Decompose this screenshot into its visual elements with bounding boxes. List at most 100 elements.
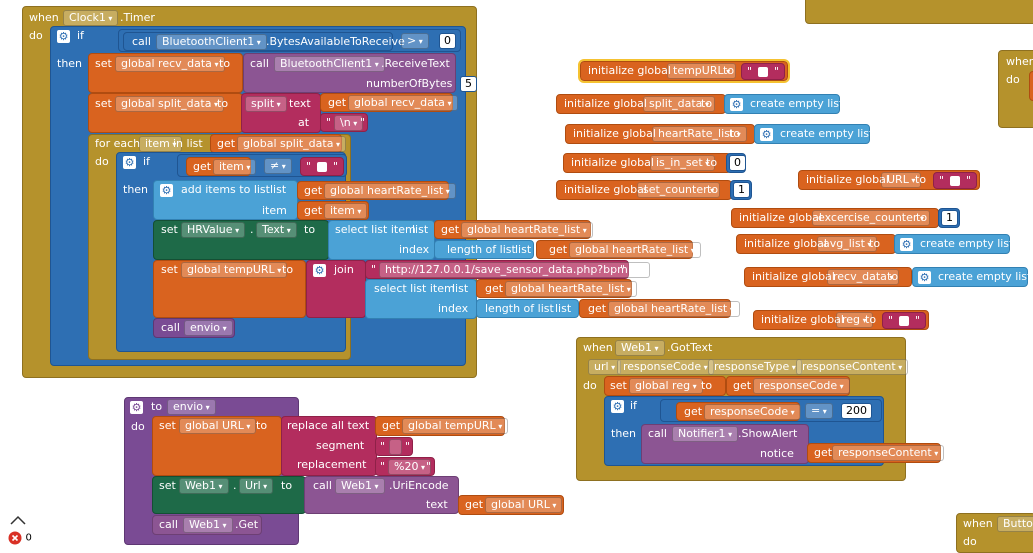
set-hrvalue-text-block[interactable]: set HRValue ▾ . Text ▾ to — [153, 220, 329, 260]
param-responsecontent[interactable]: responseContent ▾ — [796, 359, 909, 375]
text-prop-dropdown[interactable]: Text ▾ — [256, 222, 297, 238]
notifier-dropdown[interactable]: Notifier1 ▾ — [672, 426, 739, 442]
pct20-text-field[interactable]: %20 ▾ — [388, 459, 432, 475]
init-excercise-counter[interactable]: initialize global excercise_counter ▾ to — [731, 208, 939, 228]
get-responsecode-block-2[interactable]: get responseCode ▾ — [676, 402, 801, 421]
uri-encode-call[interactable]: call Web1 ▾ .UriEncode text — [304, 476, 459, 514]
responsecontent-dropdown[interactable]: responseContent ▾ — [832, 445, 945, 461]
split-data-name[interactable]: split_data ▾ — [643, 96, 715, 112]
get-responsecontent-block[interactable]: get responseContent ▾ — [807, 443, 945, 463]
set-reg-block[interactable]: set global reg ▾ to — [604, 376, 726, 396]
temp-url-name[interactable]: tempURL ▾ — [667, 63, 737, 79]
call-envio-block[interactable]: call envio ▾ — [153, 318, 235, 338]
web-dropdown[interactable]: Web1 ▾ — [179, 478, 229, 494]
param-responsetype[interactable]: responseType ▾ — [708, 359, 802, 375]
get-recv-data-block[interactable]: get global recv_data ▾ — [320, 93, 458, 112]
neq-block[interactable]: get item ▾ ≠ ▾ " " — [177, 154, 347, 177]
zero-number[interactable]: 0 — [729, 155, 746, 171]
partial-button-event-block[interactable]: when Button ▾ do — [956, 513, 1033, 553]
set-split-data-block[interactable]: set global split_data ▾ to — [88, 93, 243, 133]
empty-string-block[interactable]: " " — [300, 157, 344, 176]
five-number[interactable]: 5 — [460, 76, 477, 92]
get-hr-list-block-4[interactable]: get global heartRate_list ▾ — [476, 279, 637, 298]
hr-list-dropdown[interactable]: global heartRate_list ▾ — [324, 183, 456, 199]
init-reg[interactable]: initialize global reg ▾ to "" — [753, 310, 929, 330]
set-recv-data-block[interactable]: set global recv_data ▾ to — [88, 53, 243, 93]
get-hr-list-block-5[interactable]: get global heartRate_list ▾ — [579, 299, 740, 318]
empty-text-field[interactable] — [950, 176, 960, 186]
gear-icon[interactable]: ⚙ — [160, 184, 173, 197]
clock-dropdown[interactable]: Clock1 ▾ — [63, 10, 119, 26]
gear-icon[interactable]: ⚙ — [123, 156, 136, 169]
empty-string-value[interactable]: "" — [933, 172, 977, 189]
newline-text-block[interactable]: " \n ▾ " — [320, 113, 368, 132]
web-dropdown[interactable]: Web1 ▾ — [615, 340, 665, 356]
replace-all-block[interactable]: replace all text segment replacement — [281, 416, 377, 476]
operator-dropdown[interactable]: > ▾ — [401, 33, 429, 49]
split-block[interactable]: split ▾ text at — [241, 93, 321, 133]
url-var-dropdown[interactable]: global URL ▾ — [485, 497, 563, 513]
hr-list-dropdown[interactable]: global heartRate_list ▾ — [505, 281, 637, 297]
pct20-string-block[interactable]: " %20 ▾ " — [375, 457, 435, 476]
select-list-item-block-2[interactable]: select list item list index — [365, 279, 477, 319]
param-responsecode[interactable]: responseCode ▾ — [617, 359, 714, 375]
add-items-block[interactable]: ⚙ add items to list list item — [153, 180, 298, 220]
hr-list-dropdown[interactable]: global heartRate_list ▾ — [569, 242, 701, 258]
empty-string-value[interactable]: "" — [741, 63, 785, 80]
envio-name-field[interactable]: envio ▾ — [167, 399, 216, 415]
hr-list-dropdown[interactable]: global heartRate_list ▾ — [461, 222, 593, 238]
create-empty-list-3[interactable]: ⚙ create empty list — [894, 234, 1013, 254]
empty-string-value[interactable]: "" — [882, 312, 926, 329]
recv-var-dropdown[interactable]: global recv_data ▾ — [115, 56, 225, 72]
gear-icon[interactable]: ⚙ — [57, 30, 70, 43]
recv-data-name[interactable]: recv_data ▾ — [827, 269, 900, 285]
number-block-one-2[interactable]: 1 — [938, 208, 960, 228]
get-hr-list-block-2[interactable]: get global heartRate_list ▾ — [434, 220, 593, 239]
init-url[interactable]: initialize global URL ▾ to "" — [798, 170, 980, 190]
create-empty-list-4[interactable]: ⚙ create empty list — [912, 267, 1031, 287]
gear-icon[interactable]: ⚙ — [611, 400, 624, 413]
item-var-dropdown[interactable]: item ▾ — [213, 159, 257, 175]
get-temp-url-block[interactable]: get global tempURL ▾ — [375, 416, 509, 436]
join-block[interactable]: ⚙ join — [306, 260, 366, 318]
empty-text-field[interactable] — [317, 162, 327, 172]
init-is-in-set[interactable]: initialize global is_in_set ▾ to — [563, 153, 731, 173]
set-web-url-block[interactable]: set Web1 ▾ . Url ▾ to — [152, 476, 306, 514]
get-recv-dropdown[interactable]: global recv_data ▾ — [348, 95, 458, 111]
split-var-dropdown[interactable]: global split_data ▾ — [115, 96, 225, 112]
gear-icon[interactable]: ⚙ — [130, 401, 143, 414]
warnings-toggle[interactable] — [9, 514, 27, 528]
neq-operator-dropdown[interactable]: ≠ ▾ — [264, 158, 292, 174]
error-indicator[interactable]: 0 — [8, 531, 32, 547]
newline-string[interactable]: \n ▾ — [334, 115, 364, 131]
receive-text-call[interactable]: call BluetoothClient1 ▾ .ReceiveText num… — [243, 53, 456, 93]
get-url-block[interactable]: get global URL ▾ — [458, 495, 564, 515]
eq-block[interactable]: get responseCode ▾ = ▾ 200 — [660, 399, 882, 422]
one-number[interactable]: 1 — [733, 182, 750, 198]
create-empty-list-1[interactable]: ⚙ create empty list — [724, 94, 843, 114]
get-responsecode-block[interactable]: get responseCode ▾ — [726, 376, 850, 396]
init-temp-url[interactable]: initialize global tempURL ▾ to "" — [578, 59, 790, 83]
is-in-set-name[interactable]: is_in_set ▾ — [650, 155, 716, 171]
init-split-data[interactable]: initialize global split_data ▾ to — [556, 94, 726, 114]
item-var-dropdown[interactable]: item ▾ — [324, 203, 368, 219]
create-empty-list-2[interactable]: ⚙ create empty list — [754, 124, 873, 144]
bytes-available-call[interactable]: call BluetoothClient1 ▾ .BytesAvailableT… — [123, 32, 405, 51]
gear-icon[interactable]: ⚙ — [918, 271, 931, 284]
url-prop-dropdown[interactable]: Url ▾ — [239, 478, 274, 494]
n200-number[interactable]: 200 — [841, 403, 872, 419]
partial-set-block[interactable] — [1029, 71, 1033, 101]
url-var-dropdown[interactable]: global URL ▾ — [179, 418, 257, 434]
gear-icon[interactable]: ⚙ — [760, 128, 773, 141]
one-number[interactable]: 1 — [941, 210, 958, 226]
envio-dropdown[interactable]: envio ▾ — [184, 320, 233, 336]
gear-icon[interactable]: ⚙ — [313, 264, 326, 277]
get-split-dropdown[interactable]: global split_data ▾ — [237, 136, 347, 152]
show-alert-call[interactable]: call Notifier1 ▾ .ShowAlert notice — [641, 424, 809, 464]
empty-text-field[interactable] — [758, 67, 768, 77]
set-counter-name[interactable]: set_counter ▾ — [637, 182, 721, 198]
url-string-field[interactable]: http://127.0.0.1/save_sensor_data.php?bp… — [379, 262, 650, 278]
excercise-counter-name[interactable]: excercise_counter ▾ — [812, 210, 930, 226]
init-set-counter[interactable]: initialize global set_counter ▾ to — [556, 180, 732, 200]
space-string-block[interactable]: " " — [375, 437, 413, 456]
